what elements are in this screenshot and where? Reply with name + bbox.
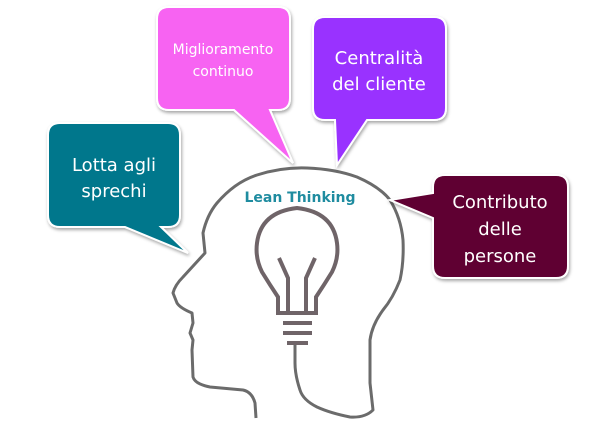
center-title: Lean Thinking xyxy=(244,190,355,206)
callout-improvement-line-2: continuo xyxy=(193,64,254,80)
callout-waste-line-2: sprechi xyxy=(81,181,146,202)
callout-people xyxy=(386,174,569,279)
callout-people-line-1: Contributo xyxy=(452,192,547,213)
callout-waste xyxy=(47,122,189,254)
callout-people-line-3: persone xyxy=(464,246,537,267)
callout-customer-line-2: del cliente xyxy=(332,74,426,95)
callout-customer-line-1: Centralità xyxy=(335,48,424,69)
callout-improvement-line-1: Miglioramento xyxy=(173,42,274,58)
callout-people-line-2: delle xyxy=(478,219,522,240)
head-outline xyxy=(171,166,405,419)
callout-improvement xyxy=(156,6,294,164)
lightbulb-icon xyxy=(254,205,340,345)
callout-waste-line-1: Lotta agli xyxy=(72,155,156,176)
callout-customer xyxy=(312,16,447,169)
